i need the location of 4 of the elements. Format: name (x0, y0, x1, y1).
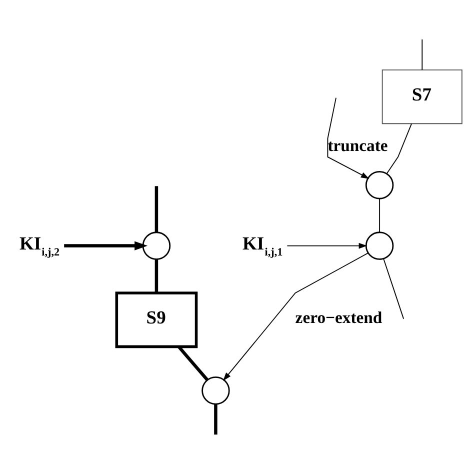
node-text: KI$_{i,j,2}$ (19, 234, 60, 258)
edge-label: truncate (328, 136, 388, 155)
edge-label: zero−extend (295, 308, 382, 327)
node-text: KI$_{i,j,1}$ (242, 234, 283, 258)
